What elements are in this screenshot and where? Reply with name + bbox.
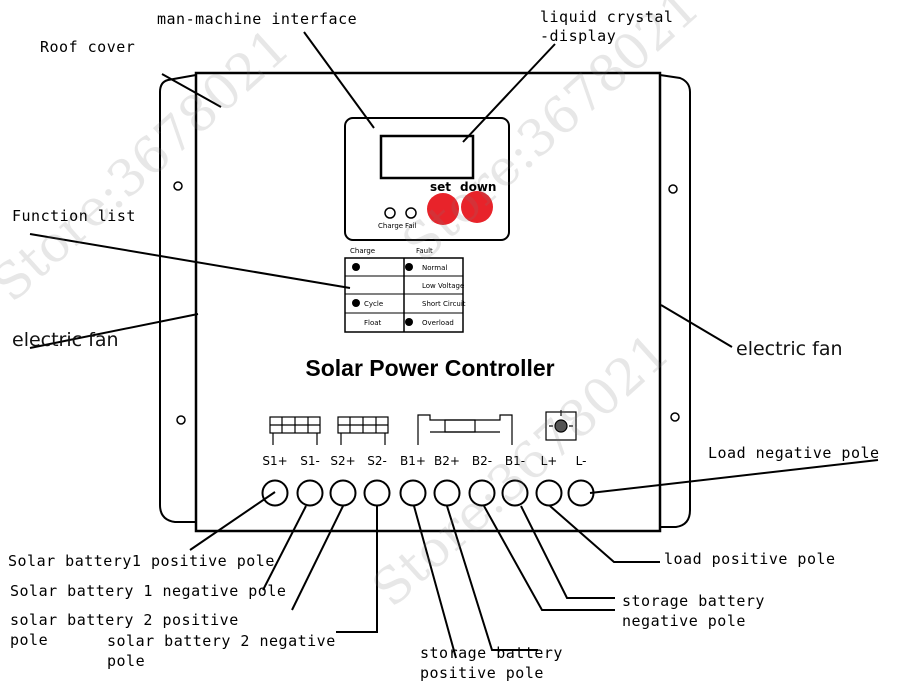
fail-led-label: Fail — [405, 222, 417, 230]
label-lcd: liquid crystal -display — [540, 8, 690, 46]
charge-led-label: Charge — [378, 222, 404, 230]
label-solar2-positive: solar battery 2 positive pole — [10, 610, 250, 650]
terminal-L-pos — [535, 479, 563, 507]
label-solar2-negative: solar battery 2 negative pole — [107, 631, 347, 671]
function-list-table: Charge Fault Cycle Float Normal Low Volt… — [344, 247, 466, 333]
fl-row2-right: Low Voltage — [422, 282, 464, 290]
label-solar1-positive: Solar battery1 positive pole — [8, 552, 275, 570]
left-flange — [159, 74, 198, 523]
fl-row4-right: Overload — [422, 319, 454, 327]
label-solar1-negative: Solar battery 1 negative pole — [10, 582, 287, 600]
charge-led — [384, 207, 396, 219]
fl-header-left: Charge — [350, 247, 375, 255]
terminal-B1-neg — [501, 479, 529, 507]
terminal-label: L+ — [541, 454, 558, 468]
label-fan-right: electric fan — [736, 338, 843, 360]
label-load-negative: Load negative pole — [708, 444, 880, 462]
fl-row1-right: Normal — [422, 264, 447, 272]
label-solar2-positive-text: solar battery 2 positive pole — [10, 611, 239, 649]
label-storage-negative: storage battery negative pole — [622, 591, 782, 631]
fl-row3-left: Cycle — [364, 300, 383, 308]
terminal-S2-pos — [329, 479, 357, 507]
label-roof-cover: Roof cover — [40, 38, 136, 56]
terminal-label: B2+ — [434, 454, 460, 468]
label-fan-left: electric fan — [12, 329, 119, 351]
down-button — [461, 191, 493, 223]
solar-panel-2-icon — [337, 416, 389, 445]
terminal-label: B1+ — [400, 454, 426, 468]
terminal-label: S1+ — [262, 454, 287, 468]
terminal-label: S2- — [367, 454, 387, 468]
terminal-label: B2- — [472, 454, 492, 468]
down-button-label: down — [460, 180, 497, 194]
terminal-S2-neg — [363, 479, 391, 507]
battery-icon — [417, 414, 513, 445]
terminal-label: S2+ — [330, 454, 355, 468]
fail-led — [405, 207, 417, 219]
fl-row4-left: Float — [364, 319, 382, 327]
terminal-B2-pos — [433, 479, 461, 507]
label-load-positive: load positive pole — [664, 550, 836, 568]
label-storage-positive: storage battery positive pole — [420, 643, 590, 683]
label-storage-negative-text: storage battery negative pole — [622, 592, 765, 630]
lamp-icon — [545, 410, 577, 441]
label-man-machine: man-machine interface — [157, 10, 358, 28]
terminal-B2-neg — [468, 479, 496, 507]
terminal-S1-neg — [296, 479, 324, 507]
terminal-L-neg — [567, 479, 595, 507]
label-function-list: Function list — [12, 207, 136, 225]
label-storage-positive-text: storage battery positive pole — [420, 644, 563, 682]
terminal-row: S1+ S1- S2+ S2- B1+ B2+ B2- B1- L+ L- — [261, 454, 595, 507]
set-button-label: set — [430, 180, 452, 194]
leader-lines — [29, 31, 879, 659]
lcd-display — [379, 134, 475, 180]
terminal-label: L- — [576, 454, 587, 468]
terminal-label: B1- — [505, 454, 525, 468]
fl-row3-right: Short Circuit — [422, 300, 466, 308]
right-flange — [659, 74, 691, 528]
product-title: Solar Power Controller — [305, 355, 555, 381]
label-solar2-negative-text: solar battery 2 negative pole — [107, 632, 336, 670]
label-lcd-text: liquid crystal -display — [540, 8, 674, 45]
solar-panel-1-icon — [269, 416, 321, 445]
set-button — [427, 193, 459, 225]
fl-header-right: Fault — [416, 247, 433, 255]
terminal-B1-pos — [399, 479, 427, 507]
terminal-label: S1- — [300, 454, 320, 468]
